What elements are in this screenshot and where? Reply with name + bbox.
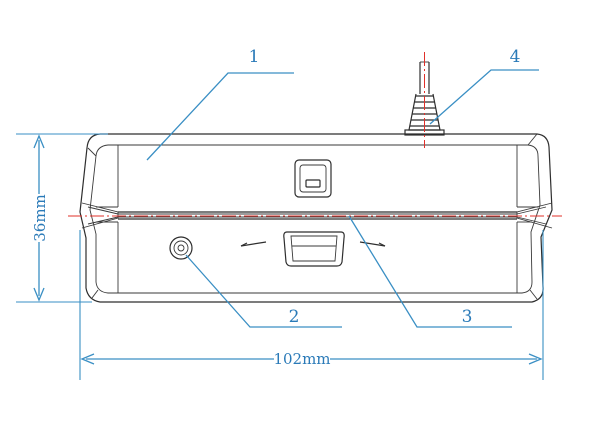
width-dimension: 102mm <box>79 230 544 380</box>
bevel-bottom-left <box>91 289 99 299</box>
width-arrow-right <box>528 353 543 365</box>
round-jack <box>169 236 193 260</box>
latch-outer <box>283 231 345 267</box>
device-inner-outline <box>89 144 541 294</box>
width-arrow-left <box>80 353 95 365</box>
indicator-outer <box>294 159 332 198</box>
top-indicator-icon <box>294 159 332 198</box>
height-dimension-label: 36mm <box>31 194 49 242</box>
height-arrow-bottom <box>33 287 45 302</box>
jack-center <box>177 244 185 252</box>
slot-right-entry-inner-bottom <box>516 216 547 225</box>
callout-1: 1 <box>249 47 260 67</box>
front-latch-button <box>283 231 345 267</box>
width-dimension-label: 102mm <box>273 350 330 368</box>
leader-1 <box>146 72 294 161</box>
right-arrow-head <box>378 242 386 247</box>
device-body <box>79 133 553 303</box>
height-label-bg <box>31 194 47 242</box>
latch-inner <box>290 235 338 262</box>
jack-outer <box>169 236 193 260</box>
left-arrow-icon <box>240 241 267 247</box>
height-dimension: 36mm <box>16 133 108 303</box>
leader-4 <box>429 69 539 125</box>
card-slot <box>81 202 553 229</box>
right-arrow-icon <box>359 241 386 247</box>
jack-ring <box>173 240 189 256</box>
slot-right-entry <box>516 202 553 229</box>
slot-right-entry-inner <box>516 206 547 215</box>
callout-2: 2 <box>289 307 300 327</box>
bevel-top-right <box>527 133 538 146</box>
indicator-window <box>305 179 321 188</box>
callout-3: 3 <box>462 307 473 327</box>
leader-lines <box>146 69 539 328</box>
indicator-inner <box>299 164 327 193</box>
left-arrow-head <box>240 242 248 247</box>
slot-left-entry-inner <box>87 206 119 215</box>
leader-2 <box>185 254 342 328</box>
callout-4: 4 <box>510 47 521 67</box>
right-arrow-shaft <box>359 241 386 247</box>
leader-3 <box>348 215 512 328</box>
slot-left-entry <box>81 202 119 229</box>
left-arrow-shaft <box>240 241 267 247</box>
bevel-top-left <box>87 147 97 157</box>
device-outer-outline <box>79 133 553 303</box>
bevel-bottom-right <box>529 289 538 300</box>
width-label-bg <box>274 350 330 368</box>
height-arrow-top <box>33 134 45 149</box>
slot-left-entry-inner-bottom <box>87 216 119 225</box>
